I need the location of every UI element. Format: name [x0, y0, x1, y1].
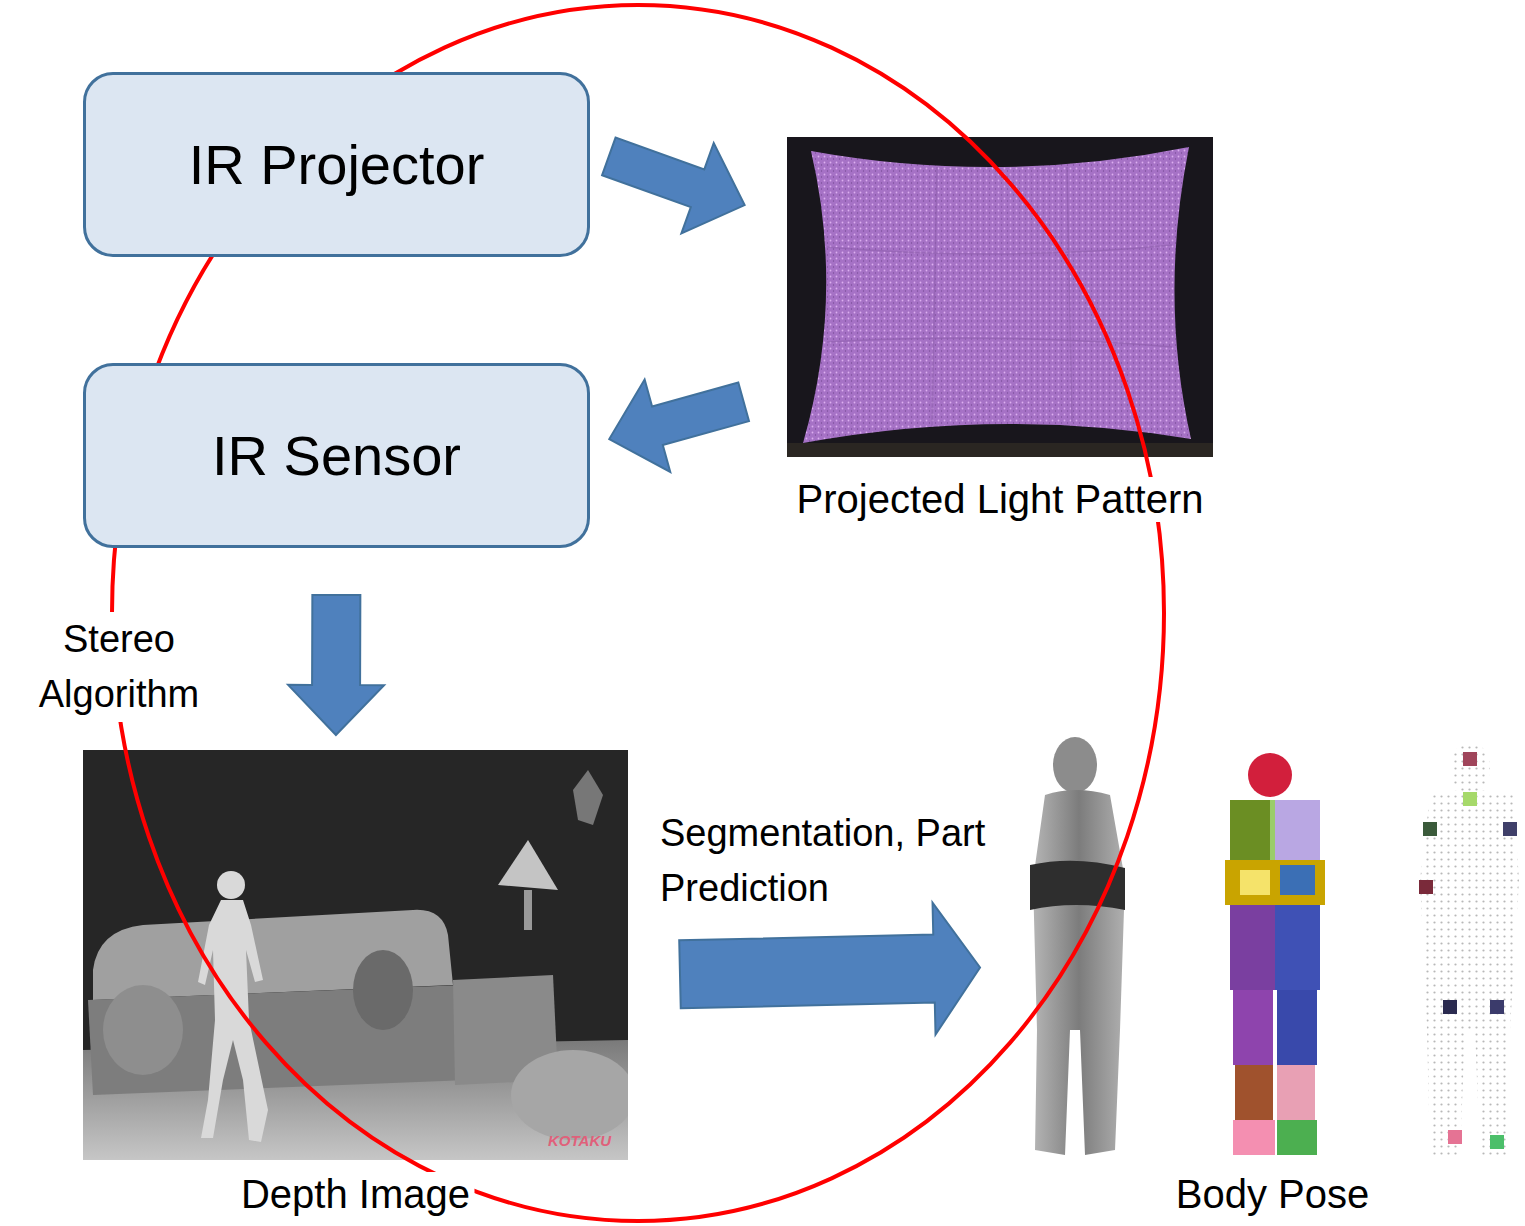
block-arrow [679, 903, 980, 1035]
connector-label: Stereo Algorithm [14, 612, 224, 722]
picture-caption: Projected Light Pattern [793, 477, 1208, 522]
process-box: IR Sensor [83, 363, 590, 548]
connector-label: Segmentation, Part Prediction [660, 806, 990, 916]
picture-panel: Depth Image [83, 750, 628, 1160]
picture-frame [83, 750, 628, 1160]
process-box: IR Projector [83, 72, 590, 257]
block-arrow [288, 595, 384, 735]
box-label: IR Sensor [212, 423, 461, 488]
picture-frame [1025, 730, 1520, 1160]
picture-panel: Body Pose [1025, 730, 1520, 1160]
light-pattern-picture [787, 137, 1213, 457]
picture-caption: Body Pose [1172, 1172, 1373, 1217]
picture-frame [787, 137, 1213, 457]
body-pose-picture [1025, 730, 1520, 1160]
picture-panel: Projected Light Pattern [787, 137, 1213, 457]
watermark: KOTAKU [548, 1132, 611, 1149]
block-arrow [602, 138, 745, 234]
depth-image-picture [83, 750, 628, 1160]
picture-caption: Depth Image [237, 1172, 474, 1217]
block-arrow [609, 379, 749, 472]
box-label: IR Projector [189, 132, 485, 197]
